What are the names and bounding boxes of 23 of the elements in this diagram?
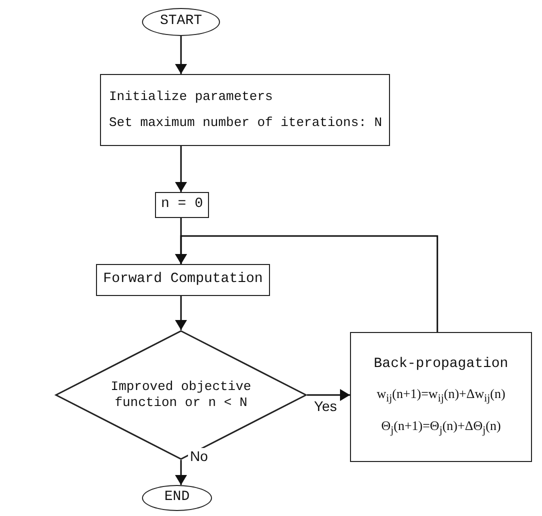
- node-formula: w$_{ij}$(n+1)=w$_{ij}$(n)+Δw$_{ij}$(n): [376, 386, 506, 406]
- arrow: [175, 235, 438, 332]
- node-title: START: [160, 13, 202, 31]
- arrow: [175, 296, 187, 330]
- arrow: [175, 36, 187, 74]
- edge-label: Yes: [312, 398, 339, 414]
- node-formula: Set maximum number of iterations: N: [109, 115, 382, 132]
- decision-diamond: [55, 330, 307, 460]
- node-title: END: [164, 489, 190, 507]
- process-box: [100, 74, 390, 146]
- process-box: [96, 264, 270, 296]
- arrow: [175, 146, 187, 192]
- node-title: Back-propagation: [374, 356, 508, 374]
- process-box: [350, 332, 532, 462]
- node-title: Forward Computation: [103, 271, 263, 289]
- process-box: [155, 192, 209, 218]
- node-title: n = 0: [160, 196, 203, 214]
- node-title: Initialize parameters: [109, 88, 273, 105]
- node-formula: Θ$_{j}$(n+1)=Θ$_{j}$(n)+ΔΘ$_{j}$(n): [381, 418, 501, 438]
- node-title: Improved objective function or n < N: [110, 378, 252, 412]
- arrow: [175, 460, 187, 485]
- arrow: [307, 389, 350, 401]
- edge-label: No: [188, 448, 210, 464]
